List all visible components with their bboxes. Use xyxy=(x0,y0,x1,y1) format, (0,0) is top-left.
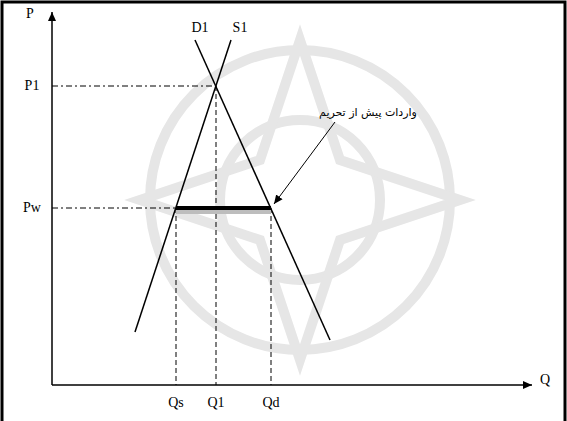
price-label: P1 xyxy=(25,79,40,93)
callout-text: واردات پیش از تحریم xyxy=(319,107,417,118)
watermark xyxy=(140,40,460,360)
axis-label: P xyxy=(26,7,34,21)
quantity-label: Q1 xyxy=(207,396,224,410)
price-label: Pw xyxy=(23,201,41,215)
curve-label: D1 xyxy=(191,21,208,35)
quantity-axis xyxy=(52,384,532,386)
axis-label: Q xyxy=(540,373,550,387)
guide-lines xyxy=(52,86,271,385)
demand-line xyxy=(195,40,330,340)
quantity-label: Qd xyxy=(262,396,279,410)
import-bar xyxy=(176,206,271,210)
leader-arrow xyxy=(274,122,335,204)
price-axis xyxy=(51,12,53,385)
quantity-label: Qs xyxy=(168,396,184,410)
import-shadow xyxy=(176,210,271,214)
supply-line xyxy=(135,40,231,332)
curve-label: S1 xyxy=(233,21,248,35)
